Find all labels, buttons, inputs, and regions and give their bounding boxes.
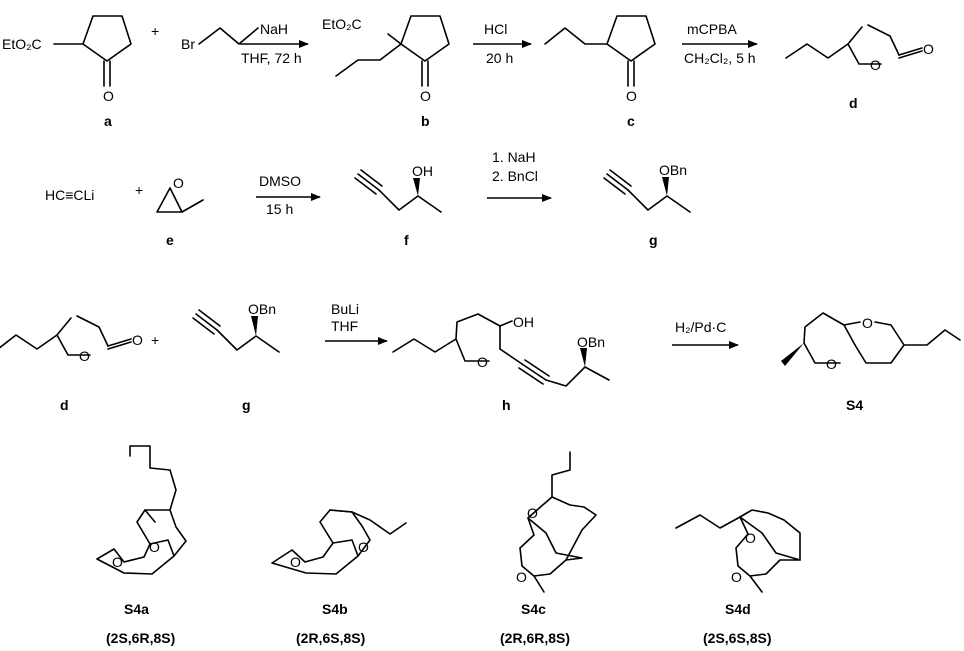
ring-oxygen-2: O	[358, 539, 369, 555]
arrow-7: H₂/Pd·C	[672, 319, 739, 349]
isomer-name: S4d	[725, 601, 751, 617]
ring-oxygen-1: O	[112, 554, 123, 570]
condition-3-top: mCPBA	[687, 21, 737, 37]
condition-5-line2: 2. BnCl	[492, 168, 538, 184]
isomer-configuration: (2S,6R,8S)	[106, 630, 175, 646]
condition-3-bottom: CH₂Cl₂, 5 h	[684, 50, 756, 66]
ring-oxygen: O	[79, 348, 90, 364]
hydroxyl-label: OH	[513, 314, 534, 330]
condition-5-line1: 1. NaH	[492, 149, 536, 165]
compound-g: OBn g	[603, 162, 691, 248]
isomer-configuration: (2R,6R,8S)	[500, 630, 570, 646]
label-e: e	[166, 232, 174, 248]
conformer-S4d: O O S4d (2S,6S,8S)	[675, 509, 801, 646]
carbonyl-oxygen: O	[132, 332, 143, 348]
compound-propyl-bromide: Br	[181, 27, 259, 52]
compound-d-repeat: O O d	[0, 315, 143, 413]
ring-oxygen-1: O	[826, 356, 837, 372]
epoxide-oxygen: O	[173, 175, 184, 191]
conformer-S4c: O O S4c (2R,6R,8S)	[500, 451, 597, 646]
label-a: a	[104, 113, 112, 129]
condition-2-top: HCl	[484, 21, 507, 37]
ring-oxygen-1: O	[527, 505, 538, 521]
arrow-2: HCl 20 h	[473, 21, 532, 66]
plus-sign: +	[135, 182, 143, 198]
benzyloxy-label: OBn	[248, 301, 276, 317]
arrow-1: NaH THF, 72 h	[240, 21, 309, 66]
benzyloxy-label: OBn	[577, 334, 605, 350]
ring-oxygen-2: O	[149, 539, 160, 555]
isomer-name: S4a	[124, 601, 149, 617]
isomer-configuration: (2S,6S,8S)	[703, 630, 771, 646]
isomer-name: S4c	[521, 601, 546, 617]
isomer-name: S4b	[322, 601, 348, 617]
condition-6-line1: BuLi	[331, 301, 359, 317]
label-f: f	[404, 232, 409, 248]
ring-oxygen-2: O	[862, 315, 873, 331]
label-S4: S4	[846, 397, 863, 413]
ketone-oxygen: O	[103, 88, 114, 104]
arrow-5: 1. NaH 2. BnCl	[487, 149, 552, 202]
conformer-S4b: O O S4b (2R,6S,8S)	[271, 509, 407, 646]
bromine-label: Br	[181, 36, 195, 52]
benzyloxy-label: OBn	[659, 162, 687, 178]
label-h: h	[502, 397, 511, 413]
condition-2-bottom: 20 h	[486, 50, 513, 66]
compound-h: O OH OBn h	[392, 313, 610, 413]
arrow-4: DMSO 15 h	[256, 173, 321, 217]
ring-oxygen: O	[477, 354, 488, 370]
isomer-configuration: (2R,6S,8S)	[296, 630, 365, 646]
ester-label: EtO₂C	[322, 16, 362, 32]
ester-label: EtO₂C	[2, 36, 42, 52]
plus-sign: +	[151, 23, 159, 39]
hydroxyl-label: OH	[412, 163, 433, 179]
compound-a: EtO₂C O a	[2, 15, 132, 129]
compound-b: EtO₂C O b	[322, 15, 450, 129]
arrow-3: mCPBA CH₂Cl₂, 5 h	[682, 21, 758, 66]
ring-oxygen-1: O	[290, 554, 301, 570]
plus-sign: +	[151, 332, 159, 348]
ketone-oxygen: O	[420, 88, 431, 104]
compound-d: O O d	[785, 24, 934, 111]
label-d-repeat: d	[60, 397, 69, 413]
acetylide-label: HC≡CLi	[45, 187, 94, 203]
conformer-S4a: O O S4a (2S,6R,8S)	[96, 445, 187, 646]
ring-oxygen: O	[870, 57, 881, 73]
label-c: c	[627, 113, 635, 129]
label-g: g	[649, 232, 658, 248]
compound-e: O e	[156, 175, 204, 248]
compound-c: O c	[544, 15, 656, 129]
label-g-repeat: g	[242, 397, 251, 413]
ring-oxygen-2: O	[516, 569, 527, 585]
condition-7-top: H₂/Pd·C	[675, 319, 726, 335]
condition-1-bottom: THF, 72 h	[241, 50, 302, 66]
ketone-oxygen: O	[626, 88, 637, 104]
compound-f: OH f	[354, 163, 442, 248]
carbonyl-oxygen: O	[923, 41, 934, 57]
condition-1-top: NaH	[260, 21, 288, 37]
ring-oxygen-1: O	[745, 530, 756, 546]
arrow-6: BuLi THF	[325, 301, 388, 345]
compound-lithium-acetylide: HC≡CLi	[45, 187, 94, 203]
label-d: d	[849, 95, 858, 111]
condition-4-top: DMSO	[259, 173, 301, 189]
ring-oxygen-2: O	[731, 569, 742, 585]
condition-6-line2: THF	[331, 318, 358, 334]
compound-g-repeat: OBn g	[192, 301, 280, 413]
compound-S4: O O S4	[781, 312, 961, 413]
label-b: b	[421, 113, 430, 129]
condition-4-bottom: 15 h	[266, 201, 293, 217]
